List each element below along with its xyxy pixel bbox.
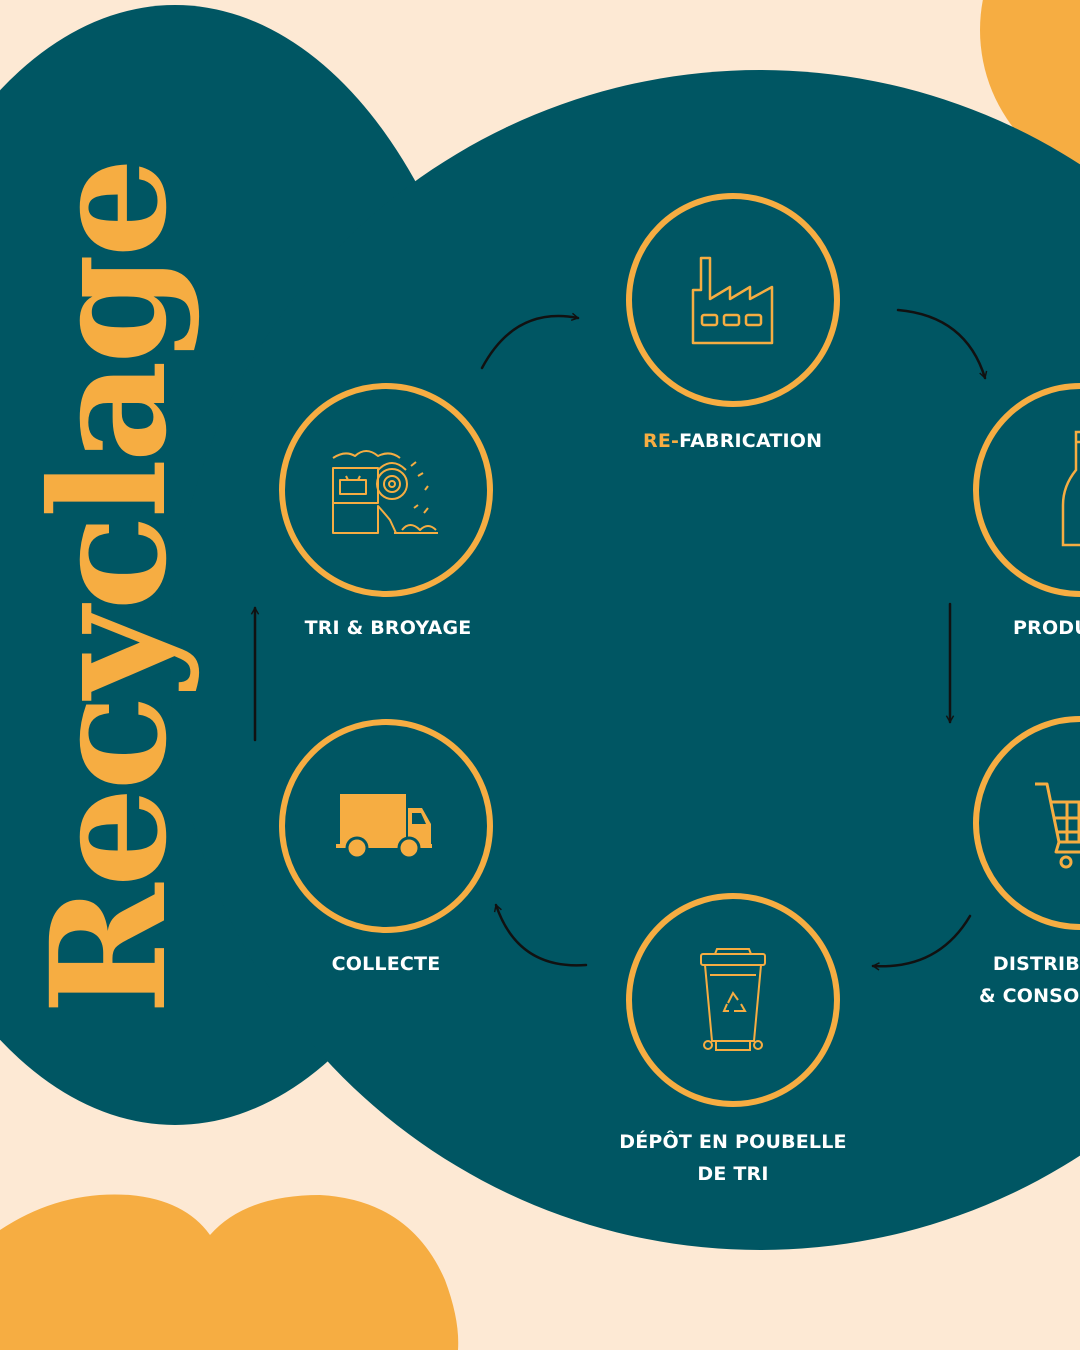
step-label-distribution: DISTRIB & CONSOM [979,948,1080,1012]
bottle-icon [1061,430,1080,547]
step-circle-distribution [973,716,1080,930]
decor-blob-top-right [980,0,1080,179]
step-label-collecte-text: COLLECTE [331,953,441,975]
step-label-production: PRODU [1013,612,1080,644]
step-label-refabrication-prefix: RE- [643,430,680,452]
arrow-refabrication-to-production [896,308,988,380]
flow-arrows [250,308,988,971]
step-label-distribution-line1: DISTRIB [992,953,1080,975]
step-label-depot-line1: DÉPÔT EN POUBELLE [619,1131,847,1153]
crusher-machine-icon [332,450,438,534]
step-label-depot: DÉPÔT EN POUBELLE DE TRI [610,1126,856,1190]
step-label-production-text: PRODU [1013,617,1080,639]
step-label-refabrication-text: FABRICATION [679,430,823,452]
step-label-tri-text: TRI & BROYAGE [304,617,472,639]
step-label-distribution-line2: & CONSOM [979,985,1080,1007]
arrow-tri-to-refabrication [480,312,580,370]
step-label-depot-line2: DE TRI [697,1163,769,1185]
step-label-refabrication: RE-FABRICATION [643,425,822,457]
arrow-depot-to-collecte [493,903,588,967]
step-circle-production [973,383,1080,597]
step-circle-refabrication [626,193,840,407]
factory-icon [691,256,774,345]
step-circle-depot [626,893,840,1107]
recycle-bin-icon [700,948,766,1051]
truck-icon [336,794,432,860]
decor-blob-bottom-left [0,1194,459,1350]
step-circle-tri [279,383,493,597]
page-title: Recyclage [17,161,202,1015]
step-label-tri: TRI & BROYAGE [300,612,476,644]
step-circle-collecte [279,719,493,933]
arrow-distribution-to-depot [871,914,972,971]
step-label-collecte: COLLECTE [316,948,456,980]
